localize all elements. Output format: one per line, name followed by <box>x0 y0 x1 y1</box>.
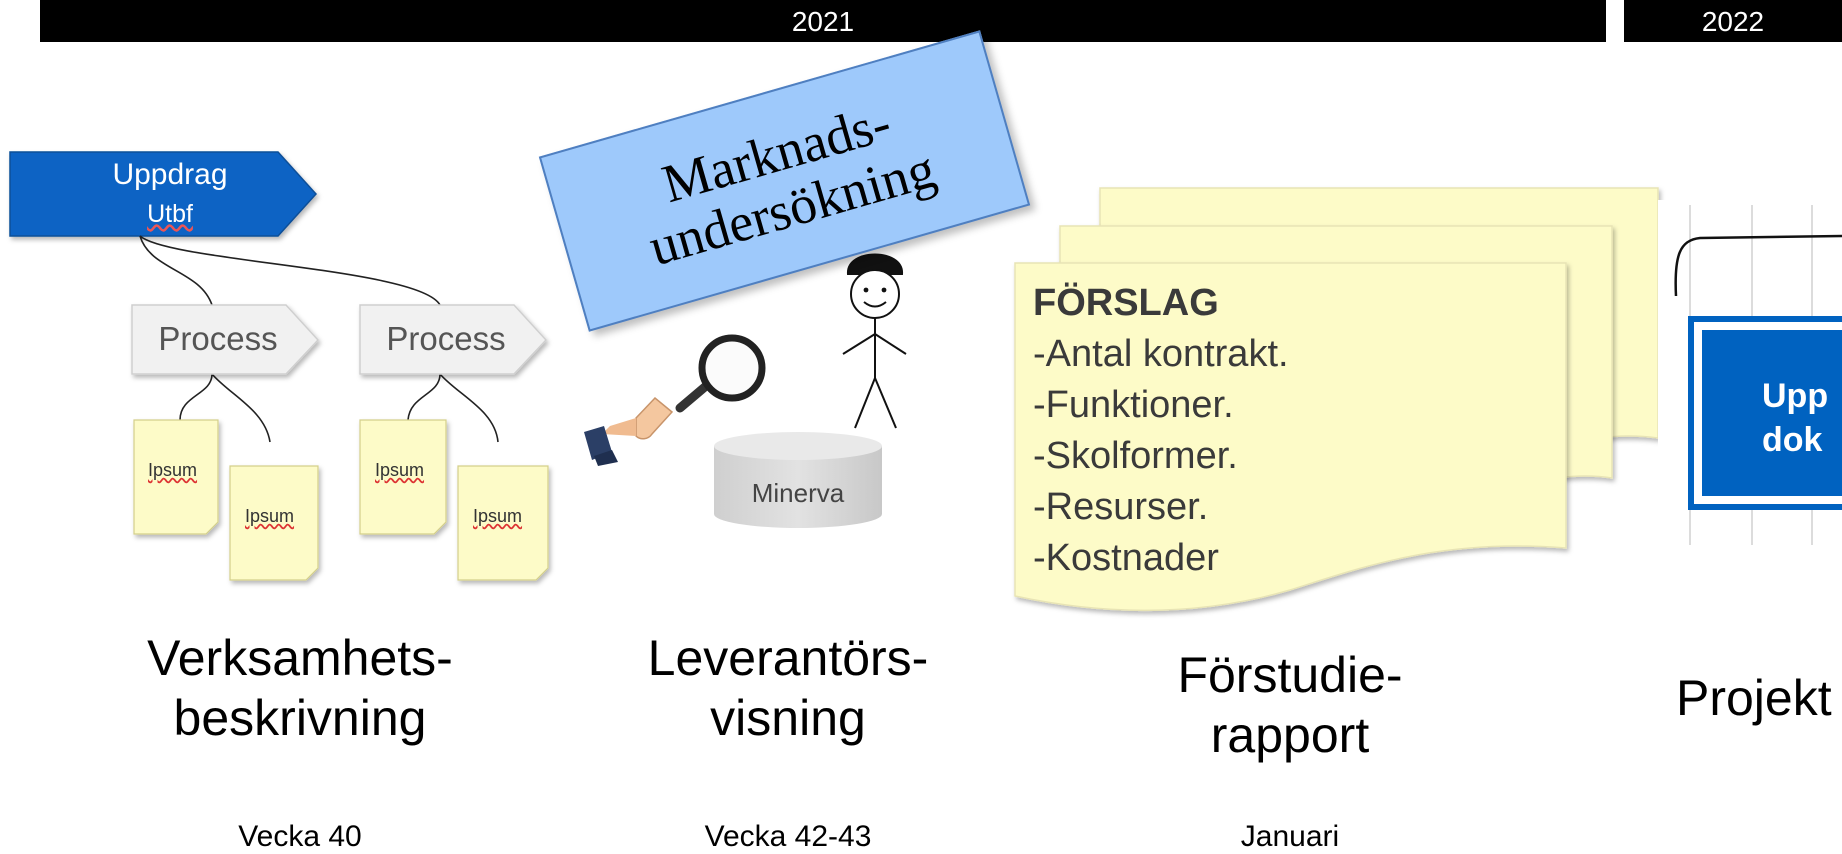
week-label-prestudy: Januari <box>1240 820 1340 853</box>
caption-line: Projekt <box>1676 670 1832 726</box>
caption-prestudy: Förstudie- rapport <box>1080 645 1500 765</box>
caption-line: Leverantörs- <box>647 630 929 686</box>
caption-line: beskrivning <box>173 690 427 746</box>
caption-line: Förstudie- <box>1177 647 1403 703</box>
caption-business-description: Verksamhets- beskrivning <box>90 628 510 748</box>
connector-lines <box>139 235 499 443</box>
ipsum-doc-label-2: Ipsum <box>245 506 295 526</box>
proposal-item: -Resurser. <box>1033 486 1209 528</box>
caption-line: rapport <box>1210 707 1370 763</box>
caption-line: visning <box>710 690 866 746</box>
database-label: Minerva <box>751 478 845 508</box>
project-document-inner: Upp dok <box>1702 330 1842 496</box>
assignment-title: Uppdrag <box>112 158 228 191</box>
process-chevron-2 <box>359 304 548 375</box>
ipsum-doc-label-3: Ipsum <box>375 460 425 480</box>
proposal-item: -Antal kontrakt. <box>1033 333 1289 375</box>
process-label-2: Process <box>386 320 506 357</box>
ipsum-doc-label-4: Ipsum <box>473 506 523 526</box>
week-label-supplier: Vecka 42-43 <box>704 820 872 853</box>
proposal-item: -Funktioner. <box>1033 384 1234 426</box>
database-icon <box>714 432 882 528</box>
proposal-item: -Kostnader <box>1033 537 1219 579</box>
caption-line: Verksamhets- <box>147 630 453 686</box>
magnifier-icon <box>584 334 766 466</box>
proposal-document-stack <box>1014 187 1659 612</box>
year-bar-2022: 2022 <box>1624 0 1842 42</box>
week-label-business: Vecka 40 <box>238 820 362 853</box>
ipsum-doc-label-1: Ipsum <box>148 460 198 480</box>
project-box-line1: Upp <box>1762 377 1829 415</box>
stick-figure-icon <box>842 253 907 429</box>
caption-supplier-demo: Leverantörs- visning <box>578 628 998 748</box>
ipsum-doc-shapes <box>133 419 549 581</box>
process-chevron-1 <box>131 304 320 375</box>
project-document-box: Upp dok <box>1688 316 1842 510</box>
caption-project: Projekt <box>1676 668 1842 728</box>
year-label-2022: 2022 <box>1701 6 1765 37</box>
assignment-chevron <box>9 151 318 237</box>
proposal-item: -Skolformer. <box>1033 435 1238 477</box>
assignment-subtitle: Utbf <box>147 200 193 228</box>
year-bar-2021: 2021 <box>40 0 1606 42</box>
project-box-line2: dok <box>1762 421 1823 459</box>
year-label-2021: 2021 <box>791 6 855 37</box>
process-label-1: Process <box>158 320 278 357</box>
proposal-title: FÖRSLAG <box>1033 282 1219 324</box>
proposal-content: FÖRSLAG -Antal kontrakt. -Funktioner. -S… <box>1033 278 1289 584</box>
